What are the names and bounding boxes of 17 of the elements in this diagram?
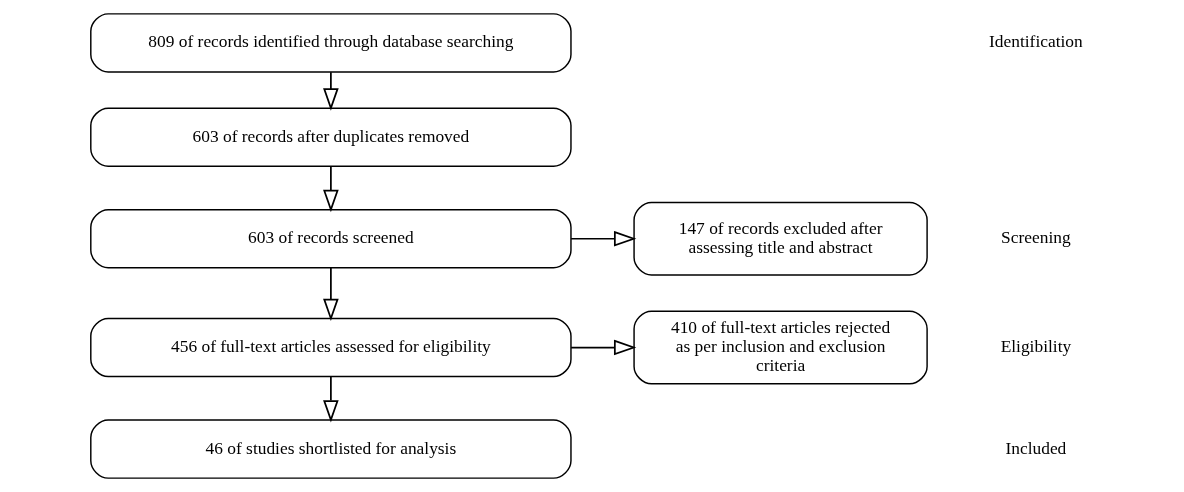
node-box: 46 of studies shortlisted for analysis [90, 419, 572, 479]
label: Screening [1001, 227, 1071, 248]
label: Identification [989, 31, 1083, 52]
arrow [570, 230, 637, 247]
node-box: 603 of records after duplicates removed [90, 107, 572, 167]
node-box: 603 of records screened [90, 209, 572, 269]
arrow [323, 376, 339, 423]
arrow [323, 267, 339, 322]
node-box: 456 of full-text articles assessed for eligibility [90, 317, 572, 378]
label: Included [1005, 437, 1067, 458]
node-box: 147 of records excluded after assessing title and abstract [633, 201, 928, 276]
arrow [323, 71, 339, 111]
node-box: 809 of records identified through database searching [90, 13, 572, 73]
arrow [323, 165, 339, 213]
node-box: 410 of full-text articles rejected as per inclusion and exclusion criteria [633, 310, 928, 385]
label: Eligibility [1000, 336, 1072, 357]
arrow [570, 339, 637, 356]
